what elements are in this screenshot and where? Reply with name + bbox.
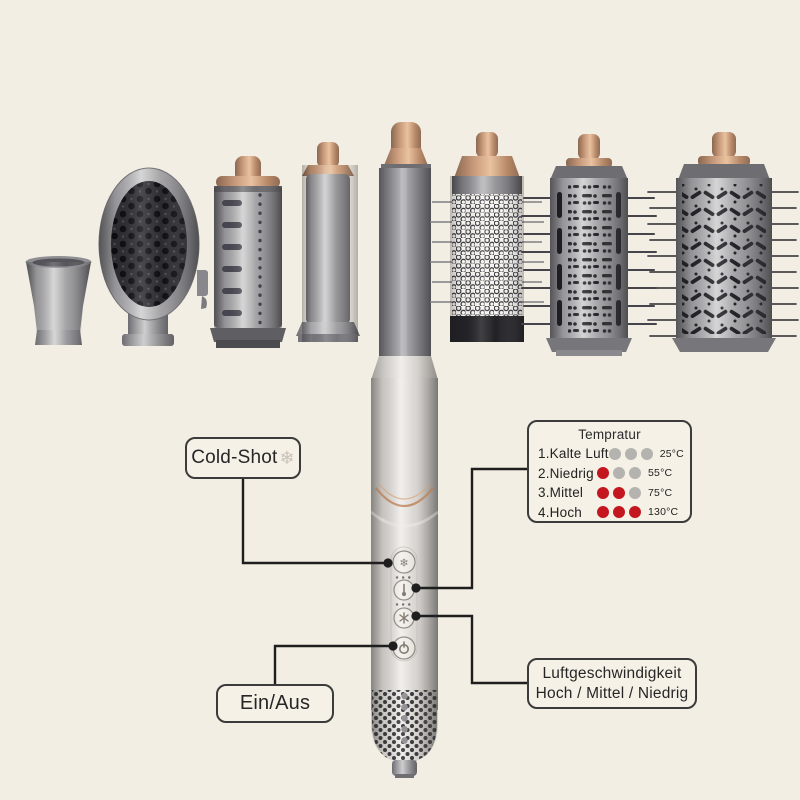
heat-level-dots [597, 506, 641, 519]
heat-level-dots [597, 467, 641, 480]
heat-dot-active [597, 486, 609, 499]
temperature-rows: 1.Kalte Luft 25°C 2.Niedrig 55°C 3.Mittel 75°… [538, 444, 684, 523]
attachment-round-brush [647, 132, 799, 352]
heat-dot-active [597, 467, 609, 480]
temperature-value: 130°C [648, 506, 679, 519]
temperature-value: 55°C [648, 467, 673, 480]
callout-anchor-dots [383, 558, 421, 651]
cold-shot-label: Cold-Shot [191, 447, 278, 468]
airspeed-line1: Luftgeschwindigkeit [542, 664, 682, 682]
heat-dot-inactive [613, 467, 625, 480]
heat-dot-inactive [629, 486, 641, 499]
temperature-value: 75°C [648, 486, 673, 499]
device-barrel [379, 168, 431, 364]
snowflake-icon: ❄ [279, 447, 295, 468]
heat-dot-inactive [629, 467, 641, 480]
brush-pins [647, 191, 799, 337]
heat-dot-inactive [640, 447, 653, 460]
callout-airspeed: Luftgeschwindigkeit Hoch / Mittel / Nied… [527, 658, 697, 709]
cold-shot-leader-line [241, 477, 387, 565]
heat-dot-active [613, 506, 625, 519]
attachment-firm-brush [521, 134, 657, 356]
temperature-level-label: 4.Hoch [538, 504, 582, 520]
attachment-mesh-barrel [430, 132, 544, 342]
heat-dot-active [613, 486, 625, 499]
temperature-level-label: 1.Kalte Luft [538, 446, 609, 462]
heat-dot-active [629, 506, 641, 519]
attachment-volumizing-brush [210, 156, 286, 348]
temperature-leader-line [416, 467, 529, 590]
power-label: Ein/Aus [239, 692, 311, 714]
airspeed-line2: Hoch / Mittel / Niedrig [535, 684, 689, 702]
temperature-row: 3.Mittel 75°C [538, 483, 681, 503]
temperature-row: 2.Niedrig 55°C [538, 464, 681, 484]
mesh-pins [430, 201, 544, 303]
brush-pins [521, 197, 657, 325]
heat-dot-inactive [608, 447, 621, 460]
temperature-title: Tempratur [578, 427, 641, 442]
callout-power: Ein/Aus [216, 684, 334, 723]
airspeed-leader-line [416, 614, 528, 685]
temperature-value: 25°C [659, 447, 684, 460]
heat-level-dots [597, 486, 641, 499]
attachment-curling-barrel [296, 142, 360, 342]
temperature-level-label: 3.Mittel [538, 485, 584, 501]
temperature-level-label: 2.Niedrig [538, 465, 594, 481]
temperature-row: 4.Hoch 130°C [538, 503, 681, 523]
callout-cold-shot: Cold-Shot❄ [185, 437, 301, 479]
attachment-diffuser [98, 167, 208, 346]
callout-temperature: Tempratur 1.Kalte Luft 25°C 2.Niedrig 55°C 3… [527, 420, 692, 523]
heat-level-dots [608, 447, 653, 460]
power-leader-line [273, 644, 393, 686]
callout-lines [241, 467, 529, 686]
cord-connector [392, 760, 417, 776]
styler-main-device: ❄ [370, 122, 439, 778]
temperature-row: 1.Kalte Luft 25°C [538, 444, 684, 464]
attachment-concentrator-nozzle [25, 256, 92, 345]
heat-dot-active [597, 506, 609, 519]
heat-dot-inactive [624, 447, 637, 460]
